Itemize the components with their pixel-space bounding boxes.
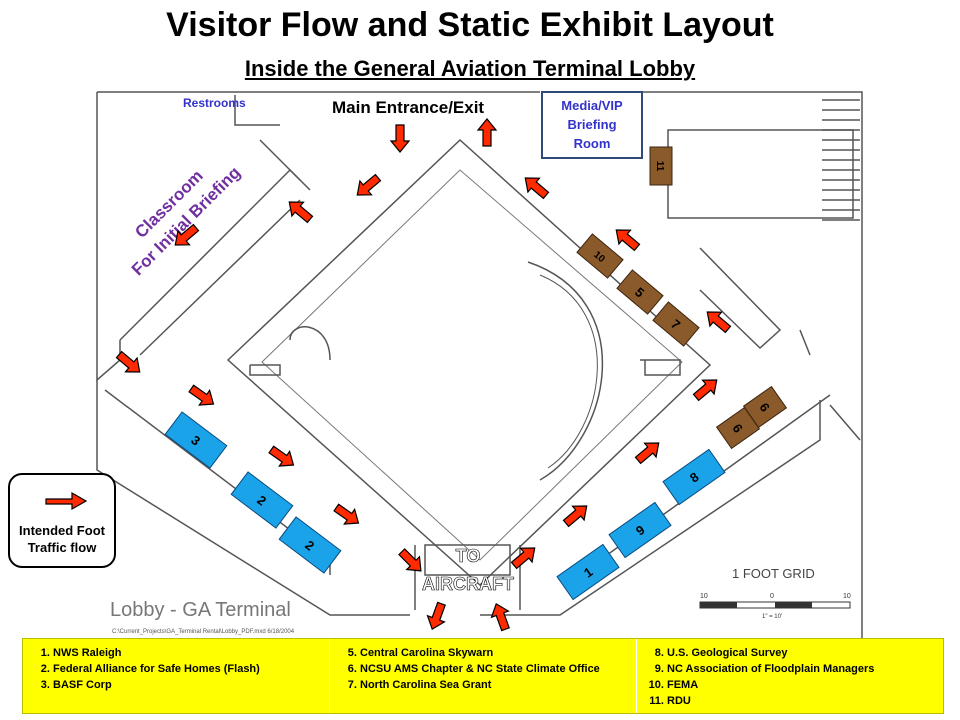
media-room-line2: Briefing xyxy=(567,117,616,132)
scale-label-0: 0 xyxy=(770,593,774,600)
flow-arrow xyxy=(390,124,410,153)
scale-bar xyxy=(699,601,851,609)
exhibitor-legend: NWS Raleigh Federal Alliance for Safe Ho… xyxy=(22,638,944,714)
media-room-line1: Media/VIP xyxy=(561,98,623,113)
booth-11[interactable]: 11 xyxy=(649,146,673,186)
legend-item: NWS Raleigh xyxy=(53,645,321,661)
flow-arrow xyxy=(609,222,644,255)
booth-7[interactable]: 7 xyxy=(652,301,700,347)
flow-arrow xyxy=(112,347,147,380)
flow-arrow xyxy=(350,170,385,203)
restrooms-label: Restrooms xyxy=(183,96,246,110)
flow-arrow xyxy=(394,544,428,578)
booth-6a[interactable]: 6 xyxy=(715,406,761,450)
booth-9[interactable]: 9 xyxy=(608,501,672,559)
foot-traffic-legend: Intended Foot Traffic flow xyxy=(8,473,116,568)
legend-column-2: Central Carolina Skywarn NCSU AMS Chapte… xyxy=(330,639,637,713)
scale-label-neg10: 10 xyxy=(700,593,708,600)
foot-legend-line2: Traffic flow xyxy=(27,540,97,555)
legend-item: NCSU AMS Chapter & NC State Climate Offi… xyxy=(360,661,628,677)
booth-2a[interactable]: 2 xyxy=(230,471,294,529)
foot-legend-line1: Intended Foot xyxy=(19,523,105,538)
building-walls xyxy=(96,91,863,640)
flow-arrow xyxy=(700,304,735,337)
path-label: C:\Current_Projects\GA_Terminal Rental\L… xyxy=(112,629,295,635)
scale-label-10: 10 xyxy=(843,593,851,600)
flow-arrow xyxy=(265,441,300,474)
to-label: TO xyxy=(456,546,481,566)
legend-arrow-icon xyxy=(45,491,88,511)
media-room-line3: Room xyxy=(574,136,611,151)
legend-item: Federal Alliance for Safe Homes (Flash) xyxy=(53,661,321,677)
flow-arrow xyxy=(487,600,515,633)
flow-arrow xyxy=(330,499,365,532)
legend-item: FEMA xyxy=(667,677,935,693)
booth-11-label: 11 xyxy=(654,161,665,172)
booth-6b[interactable]: 6 xyxy=(742,385,788,429)
media-vip-room: Media/VIP Briefing Room xyxy=(541,91,643,159)
legend-item: North Carolina Sea Grant xyxy=(360,677,628,693)
booth-5[interactable]: 5 xyxy=(616,269,664,315)
booth-3[interactable]: 3 xyxy=(164,411,228,469)
legend-item: BASF Corp xyxy=(53,677,321,693)
main-entrance-label: Main Entrance/Exit xyxy=(332,98,484,117)
classroom-label: Classroom For Initial Briefing xyxy=(128,163,244,279)
booth-1[interactable]: 1 xyxy=(556,543,620,601)
page-subtitle: Inside the General Aviation Terminal Lob… xyxy=(244,56,696,81)
flow-arrow xyxy=(477,118,497,147)
scale-ratio: 1" = 10' xyxy=(762,614,782,620)
legend-item: Central Carolina Skywarn xyxy=(360,645,628,661)
page-title: Visitor Flow and Static Exhibit Layout xyxy=(166,6,774,44)
flow-arrow xyxy=(689,372,724,405)
legend-column-1: NWS Raleigh Federal Alliance for Safe Ho… xyxy=(23,639,330,713)
flow-arrow xyxy=(631,435,666,468)
grid-label: 1 FOOT GRID xyxy=(732,566,815,581)
legend-item: NC Association of Floodplain Managers xyxy=(667,661,935,677)
legend-item: RDU xyxy=(667,693,935,709)
flow-arrow xyxy=(423,600,451,633)
flow-arrow xyxy=(507,540,542,573)
booth-8[interactable]: 8 xyxy=(662,448,726,506)
legend-item: U.S. Geological Survey xyxy=(667,645,935,661)
flow-arrow xyxy=(185,380,220,413)
booth-10[interactable]: 10 xyxy=(576,233,624,279)
aircraft-label: AIRCRAFT xyxy=(422,574,514,594)
legend-column-3: U.S. Geological Survey NC Association of… xyxy=(637,639,943,713)
booth-2b[interactable]: 2 xyxy=(278,516,342,574)
lobby-label: Lobby - GA Terminal xyxy=(110,599,291,621)
